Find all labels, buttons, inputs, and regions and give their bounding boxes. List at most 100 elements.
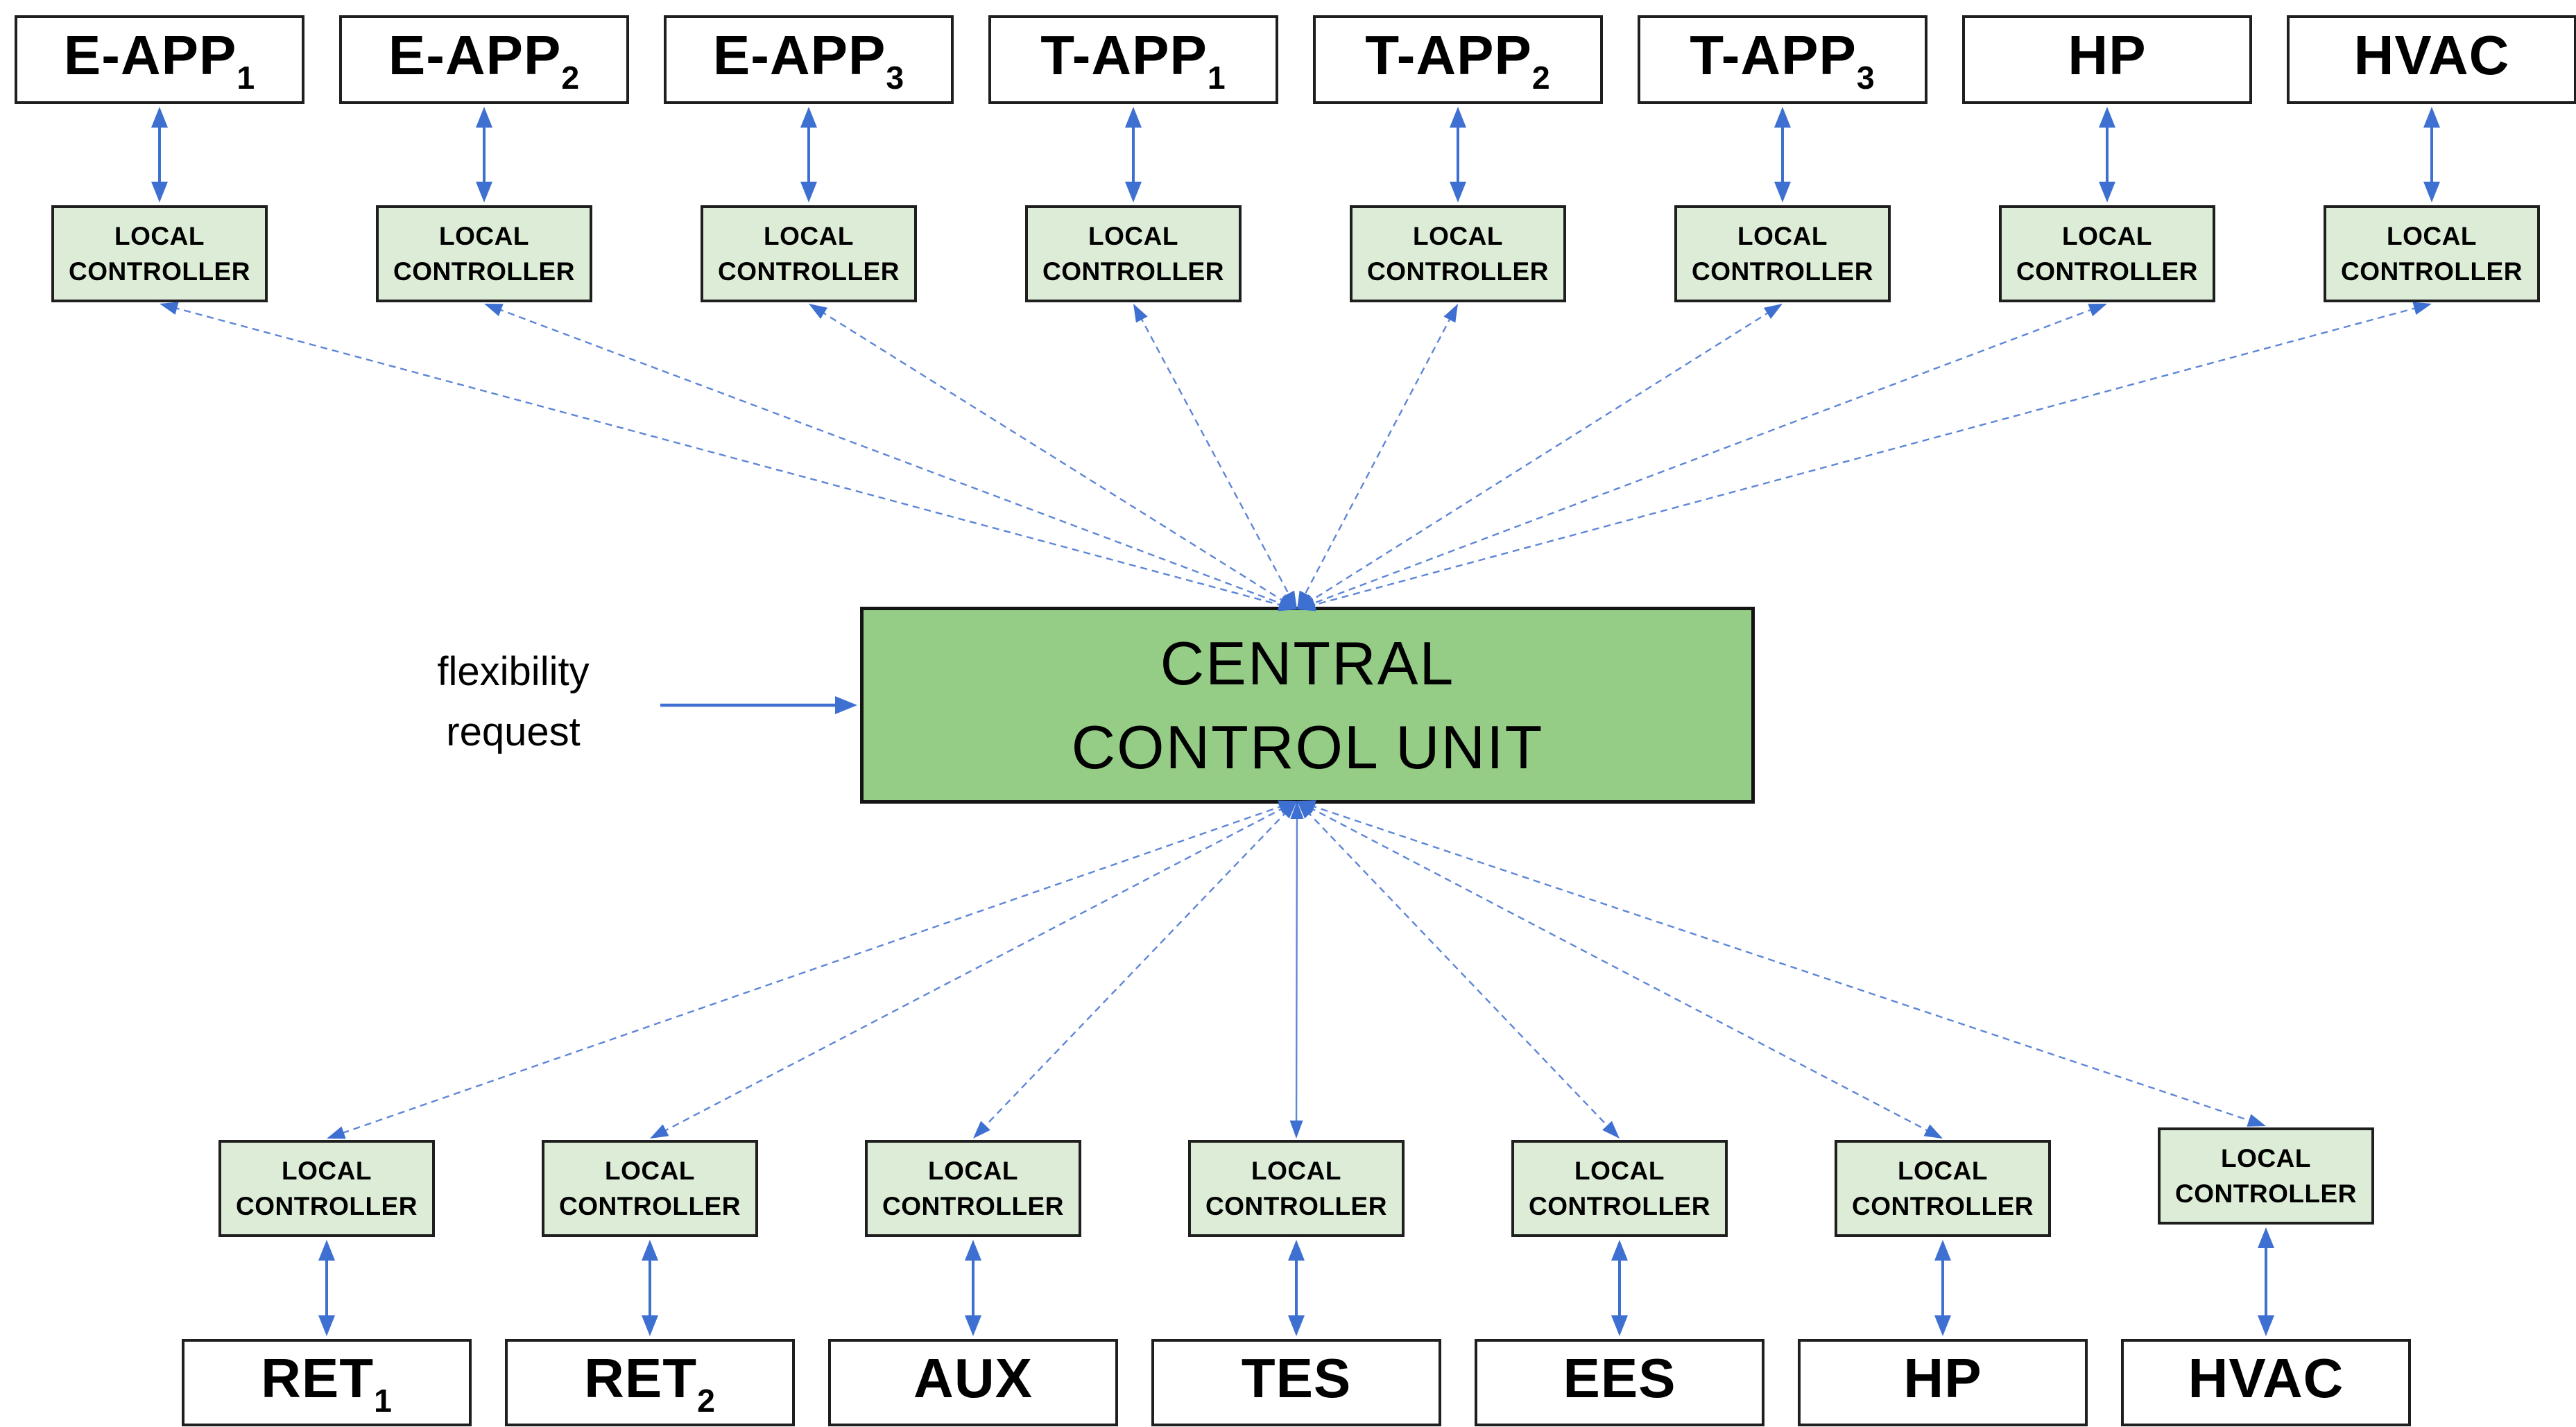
app-node-label: T-APP3: [1690, 24, 1875, 96]
local-controller-label: LOCAL: [114, 221, 205, 250]
local-controller-label: CONTROLLER: [2175, 1179, 2357, 1208]
local-controller-box-bottom-6: LOCAL CONTROLLER: [2158, 1127, 2374, 1225]
app-node-label-text: T-APP: [1365, 24, 1532, 86]
app-node-label-text: E-APP: [388, 24, 562, 86]
local-controller-label: CONTROLLER: [559, 1192, 741, 1220]
app-node-box-bottom-0: RET1: [182, 1339, 472, 1426]
app-controller-arrow: [2099, 107, 2115, 202]
central-controller-arrow: [1297, 800, 2266, 1127]
app-node-box-bottom-3: TES: [1151, 1339, 1441, 1426]
local-controller-label: LOCAL: [282, 1156, 372, 1185]
app-node-box-bottom-4: EES: [1475, 1339, 1764, 1426]
local-controller-label: LOCAL: [2221, 1143, 2311, 1173]
app-node-label: T-APP2: [1365, 24, 1550, 96]
local-controller-label: LOCAL: [2387, 221, 2477, 250]
controller-central-arrow: [160, 302, 1297, 612]
local-controller-box-top-3: LOCAL CONTROLLER: [1025, 205, 1242, 302]
central-controller-arrow: [327, 800, 1297, 1139]
local-controller-label: CONTROLLER: [2341, 257, 2523, 286]
app-node-label: E-APP1: [64, 24, 255, 96]
app-node-label-text: RET: [261, 1347, 375, 1409]
controller-central-arrow: [1297, 304, 1458, 609]
app-controller-arrow: [2423, 107, 2440, 202]
app-node-subscript: 2: [697, 1382, 716, 1419]
app-node-label-text: E-APP: [712, 24, 886, 86]
flexibility-request-line2: request: [446, 709, 581, 754]
app-node-subscript: 2: [561, 59, 581, 96]
central-controller-arrow: [973, 801, 1297, 1139]
controller-central-arrow: [1297, 304, 2107, 609]
app-node-label-text: T-APP: [1690, 24, 1857, 86]
app-node-box-top-3: T-APP1: [988, 15, 1278, 104]
app-node-label: RET2: [584, 1347, 716, 1419]
local-controller-label: CONTROLLER: [1529, 1192, 1710, 1220]
controller-central-arrow: [484, 304, 1297, 609]
app-node-box-bottom-2: AUX: [828, 1339, 1118, 1426]
app-node-label-text: HP: [1903, 1347, 1982, 1409]
local-controller-label: LOCAL: [764, 221, 854, 250]
central-control-unit-box: CENTRAL CONTROL UNIT: [860, 607, 1755, 804]
app-node-label: HP: [2068, 24, 2146, 96]
app-node-box-top-6: HP: [1962, 15, 2252, 104]
local-controller-label: LOCAL: [1251, 1156, 1341, 1185]
controller-device-arrow: [1934, 1240, 1951, 1336]
central-controller-arrow: [1297, 801, 1943, 1139]
local-controller-label: LOCAL: [1574, 1156, 1665, 1185]
app-controller-arrow: [476, 107, 492, 202]
controller-central-arrow: [1133, 304, 1297, 609]
app-node-subscript: 3: [886, 59, 905, 96]
local-controller-box-bottom-3: LOCAL CONTROLLER: [1188, 1140, 1405, 1237]
app-node-label: AUX: [913, 1347, 1033, 1419]
app-node-box-top-0: E-APP1: [15, 15, 304, 104]
app-node-subscript: 3: [1856, 59, 1875, 96]
local-controller-box-top-2: LOCAL CONTROLLER: [701, 205, 917, 302]
app-node-box-top-2: E-APP3: [664, 15, 954, 104]
controller-device-arrow: [2258, 1227, 2274, 1336]
flexibility-arrow: [660, 696, 857, 714]
app-controller-arrow: [151, 107, 168, 202]
local-controller-label: CONTROLLER: [1042, 257, 1224, 286]
app-controller-arrow: [1450, 107, 1466, 202]
local-controller-label: LOCAL: [1737, 221, 1828, 250]
app-node-subscript: 1: [1207, 59, 1226, 96]
local-controller-label: CONTROLLER: [1205, 1192, 1387, 1220]
app-node-box-top-5: T-APP3: [1638, 15, 1927, 104]
local-controller-label: CONTROLLER: [1692, 257, 1873, 286]
app-node-subscript: 1: [374, 1382, 393, 1419]
app-node-box-top-1: E-APP2: [339, 15, 629, 104]
local-controller-box-top-5: LOCAL CONTROLLER: [1674, 205, 1891, 302]
app-controller-arrow: [1125, 107, 1142, 202]
app-node-label: EES: [1563, 1347, 1676, 1419]
app-node-box-bottom-5: HP: [1798, 1339, 2088, 1426]
controller-central-arrow: [1297, 304, 1783, 609]
controller-central-arrow: [809, 304, 1297, 609]
local-controller-box-top-7: LOCAL CONTROLLER: [2324, 205, 2540, 302]
central-controller-arrow: [1289, 801, 1304, 1139]
local-controller-label: CONTROLLER: [718, 257, 900, 286]
app-node-box-top-4: T-APP2: [1313, 15, 1603, 104]
app-node-label-text: HVAC: [2188, 1347, 2344, 1409]
app-node-label: HVAC: [2354, 24, 2510, 96]
controller-central-arrow: [1297, 302, 2432, 612]
local-controller-box-bottom-0: LOCAL CONTROLLER: [218, 1140, 435, 1237]
app-node-subscript: 1: [237, 59, 256, 96]
local-controller-box-bottom-4: LOCAL CONTROLLER: [1511, 1140, 1728, 1237]
app-node-label: RET1: [261, 1347, 393, 1419]
central-controller-arrow: [1297, 801, 1620, 1139]
app-node-subscript: 2: [1531, 59, 1551, 96]
local-controller-label: LOCAL: [1088, 221, 1178, 250]
central-control-unit-label-line1: CENTRAL: [1160, 628, 1455, 698]
local-controller-label: CONTROLLER: [236, 1192, 418, 1220]
app-node-box-bottom-1: RET2: [505, 1339, 795, 1426]
app-node-box-bottom-6: HVAC: [2121, 1339, 2411, 1426]
app-node-label-text: AUX: [913, 1347, 1033, 1409]
app-node-label: HVAC: [2188, 1347, 2344, 1419]
app-node-label-text: T-APP: [1040, 24, 1208, 86]
controller-device-arrow: [642, 1240, 658, 1336]
